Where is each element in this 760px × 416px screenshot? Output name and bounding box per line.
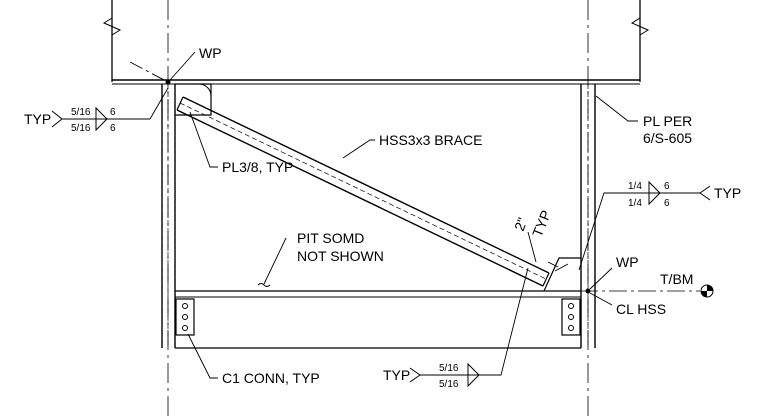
weld-symbol-bottom (409, 362, 485, 388)
slab-above (102, 0, 650, 85)
c1-connection-left (175, 298, 195, 336)
work-point-right (585, 288, 591, 294)
weld-right-top-size: 1/4 (628, 181, 642, 192)
weld-symbol-icon (648, 180, 662, 194)
weld-bottom-top-size: 5/16 (439, 363, 459, 374)
label-typ-left: TYP (24, 111, 51, 127)
break-line-icon (102, 17, 122, 36)
weld-left-top-size: 5/16 (71, 107, 91, 118)
weld-left-top-length: 6 (110, 107, 116, 118)
label-typ-right: TYP (714, 185, 741, 201)
label-pit-somd: PIT SOMD (297, 230, 364, 246)
hss-brace (176, 96, 550, 287)
weld-left-bottom-length: 6 (110, 123, 116, 134)
weld-right-bottom-size: 1/4 (628, 198, 642, 209)
weld-symbol-right (604, 180, 711, 206)
label-wp-top: WP (199, 45, 222, 61)
label-c1-conn: C1 CONN, TYP (222, 370, 320, 386)
label-wp-right: WP (616, 254, 639, 270)
right-hss-column (580, 84, 596, 348)
label-typ-bottom: TYP (383, 367, 410, 383)
label-dim-2in: 2" (511, 215, 531, 233)
work-point-top (165, 79, 171, 85)
label-pl-per: PL PER (643, 113, 692, 129)
break-line-icon (630, 17, 650, 36)
label-pl38: PL3/8, TYP (222, 159, 293, 175)
label-tbm: T/BM (660, 271, 693, 287)
c1-connection-right (561, 298, 581, 336)
column-centerlines (167, 0, 589, 416)
label-cl-hss: CL HSS (616, 301, 666, 317)
weld-left-bottom-size: 5/16 (71, 123, 91, 134)
leaders (128, 51, 700, 379)
weld-bottom-bottom-size: 5/16 (439, 379, 459, 390)
weld-symbol-icon (95, 106, 109, 120)
top-of-beam-line (580, 284, 714, 298)
label-pl-per-ref: 6/S-605 (643, 130, 692, 146)
gusset-plate-top (175, 83, 212, 116)
bottom-beam (175, 290, 581, 349)
gusset-plate-bottom (543, 257, 581, 292)
label-typ-diag: TYP (529, 208, 554, 239)
elevation-target-icon (700, 284, 714, 298)
weld-right-bottom-length: 6 (664, 198, 670, 209)
label-brace: HSS3x3 BRACE (379, 132, 482, 148)
weld-symbol-icon (467, 362, 481, 376)
label-not-shown: NOT SHOWN (297, 248, 384, 264)
weld-symbol-left (51, 106, 128, 132)
weld-right-top-length: 6 (664, 181, 670, 192)
left-hss-column (161, 84, 176, 348)
